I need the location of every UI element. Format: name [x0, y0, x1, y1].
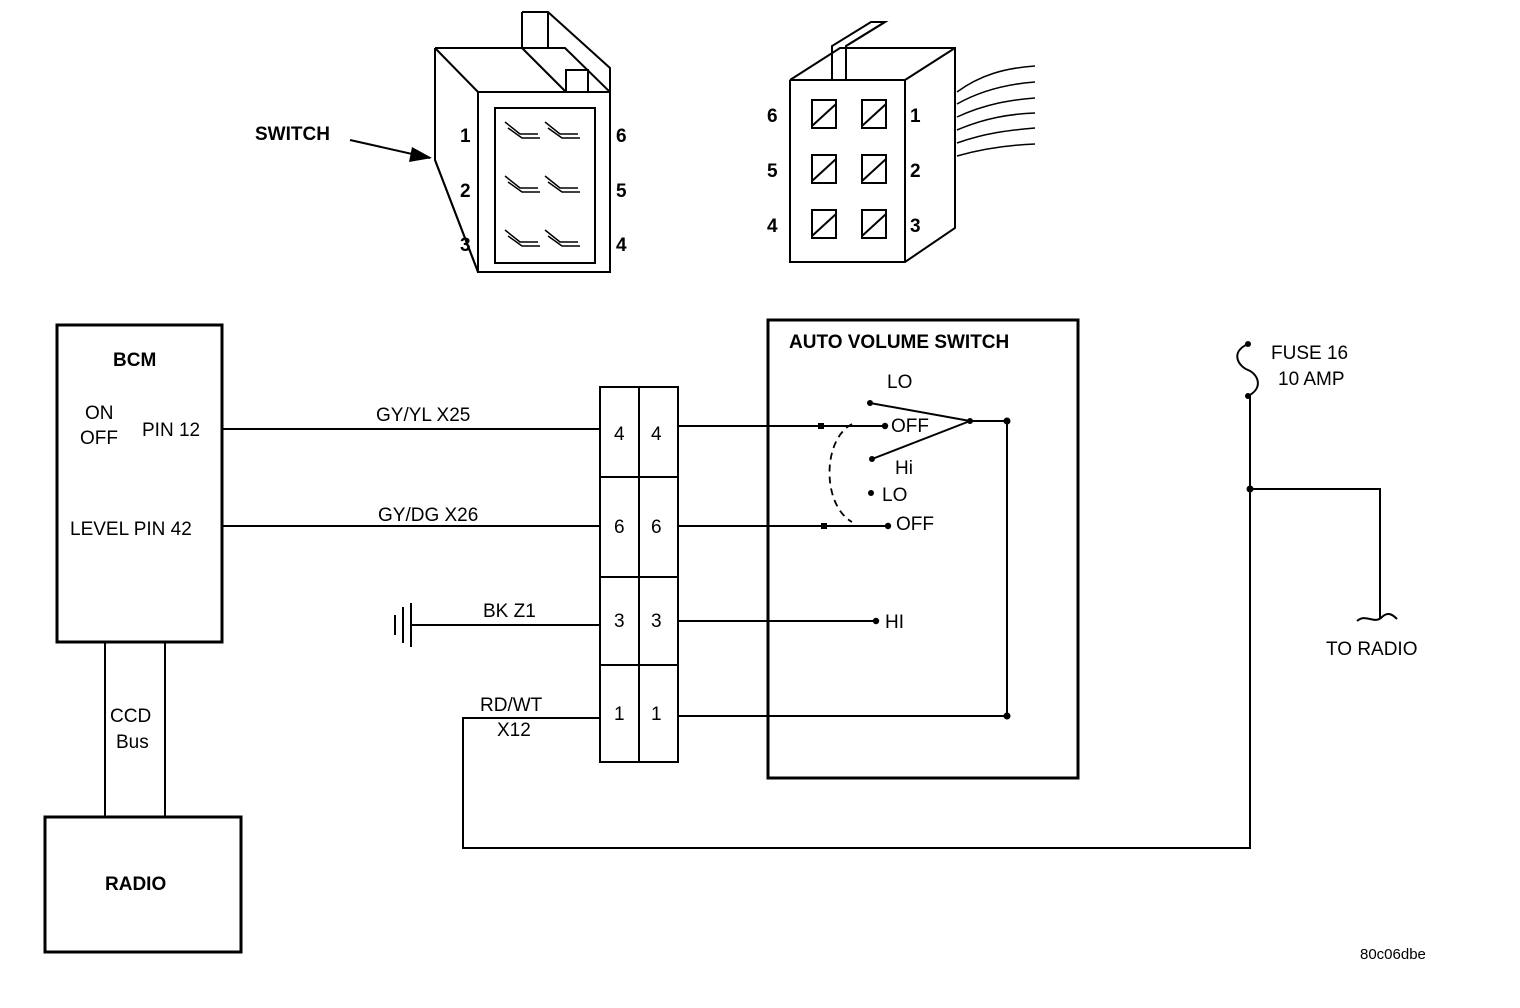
harness-pin-label: 5: [767, 161, 778, 182]
connector-pin: 6: [614, 517, 625, 538]
wire-rd-wt: [462, 395, 1251, 849]
switch-connector-drawing: [434, 11, 611, 273]
switch-pin-label: 1: [460, 126, 471, 147]
switch-pin-label: 5: [616, 181, 627, 202]
fuse-label: FUSE 16: [1271, 343, 1348, 364]
bcm-on-label: ON: [85, 403, 114, 424]
wire-label-gy-yl: GY/YL X25: [376, 405, 470, 426]
connector-pin: 3: [651, 611, 662, 632]
harness-pin-label: 2: [910, 161, 921, 182]
harness-pin-label: 6: [767, 106, 778, 127]
fuse-label: 10 AMP: [1278, 369, 1345, 390]
radio-title: RADIO: [105, 874, 166, 895]
switch-internals: [678, 400, 1011, 720]
bcm-title: BCM: [113, 350, 156, 371]
connector-pin: 6: [651, 517, 662, 538]
wire-break-icon: [1356, 612, 1398, 622]
fuse-icon: [1236, 341, 1259, 399]
figure-id: 80c06dbe: [1360, 946, 1426, 963]
switch-position-hi: HI: [885, 612, 904, 633]
wire-label-x12: X12: [497, 720, 531, 741]
wire-to-radio: [1250, 488, 1381, 618]
connector-pin: 4: [651, 424, 662, 445]
ground-icon: [394, 603, 412, 647]
switch-arrow-icon: [349, 139, 432, 162]
bcm-off-label: OFF: [80, 428, 118, 449]
wire-label-gy-dg: GY/DG X26: [378, 505, 478, 526]
auto-volume-switch-title: AUTO VOLUME SWITCH: [789, 332, 1009, 353]
bcm-level-pin-label: LEVEL PIN 42: [70, 519, 192, 540]
switch-label: SWITCH: [255, 124, 330, 145]
switch-position-off: OFF: [891, 416, 929, 437]
switch-pin-label: 6: [616, 126, 627, 147]
harness-pin-label: 4: [767, 216, 778, 237]
switch-pin-label: 4: [616, 235, 627, 256]
radio-box: [43, 815, 243, 954]
harness-pin-label: 1: [910, 106, 921, 127]
ccd-bus-label: Bus: [116, 732, 149, 753]
wire-label-rd-wt: RD/WT: [480, 695, 543, 716]
connector-pin: 4: [614, 424, 625, 445]
switch-position-hi: Hi: [895, 458, 913, 479]
switch-pin-label: 2: [460, 181, 471, 202]
switch-position-lo: LO: [887, 372, 912, 393]
to-radio-label: TO RADIO: [1326, 639, 1418, 660]
ccd-bus-label: CCD: [110, 706, 151, 727]
bcm-pin12-label: PIN 12: [142, 420, 200, 441]
auto-volume-switch-box: [766, 318, 1080, 780]
connector-pin: 3: [614, 611, 625, 632]
bcm-box: [55, 323, 224, 644]
harness-pin-label: 3: [910, 216, 921, 237]
switch-position-lo: LO: [882, 485, 907, 506]
switch-position-off: OFF: [896, 514, 934, 535]
connector-pin: 1: [651, 704, 662, 725]
harness-connector-drawing: [789, 21, 1036, 263]
inline-connector: [599, 386, 679, 763]
switch-pin-label: 3: [460, 235, 471, 256]
wire-label-bk-z1: BK Z1: [483, 601, 536, 622]
connector-pin: 1: [614, 704, 625, 725]
